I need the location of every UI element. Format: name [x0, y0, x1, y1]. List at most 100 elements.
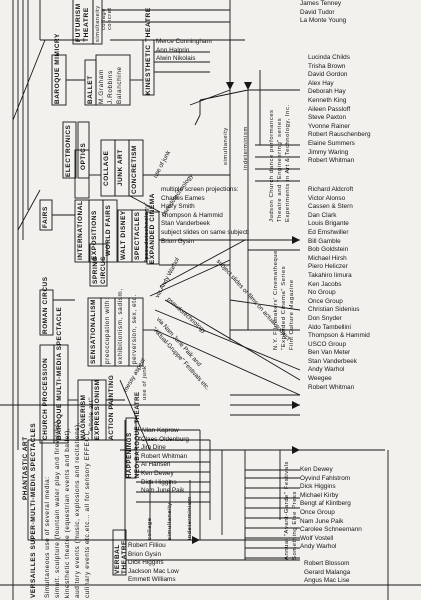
- list-item: Gerard Malanga: [304, 568, 351, 576]
- kinesthetic-people: Merce Cunningham Ann Halprin Alwin Nikol…: [156, 38, 212, 64]
- concretism-label: CONCRETISM: [131, 145, 138, 194]
- fluxus-note-2: Something Else Press: [292, 490, 298, 560]
- use-of-junk2-label: use of junk: [142, 365, 148, 400]
- list-item: Trisha Brown: [308, 62, 346, 70]
- list-item: Cassen & Stern: [308, 203, 353, 211]
- list-item: Thompson & Hammid: [161, 211, 223, 219]
- list-item: Aldo Tambellini: [308, 323, 351, 331]
- list-item: La Monte Young: [300, 17, 347, 25]
- sensationalism-line-1: preoccupation with:: [104, 297, 111, 364]
- versailles-desc-3: kinesthetic theatre (equestrian events a…: [64, 427, 71, 598]
- judson-note-3: Experiments in Art & Technology, Inc.: [285, 104, 291, 222]
- list-item: Dan Clark: [308, 211, 337, 219]
- list-item: USCO Group: [308, 340, 347, 348]
- list-item: Weegee: [308, 375, 332, 383]
- list-item: Al Hansen: [141, 461, 171, 469]
- ballet-label: BALLET: [87, 75, 94, 104]
- sensationalism-label: SENSATIONALISM: [90, 298, 97, 364]
- list-item: Robert Blossom: [304, 560, 350, 567]
- list-item: Once Group: [308, 297, 343, 305]
- list-item: Alex Hay: [308, 79, 334, 87]
- junk-art-label: JUNK ART: [117, 149, 124, 186]
- list-item: Nam June Paik: [141, 487, 185, 495]
- list-item: Bill Gamble: [308, 237, 341, 245]
- indeterminism-label: indeterminism: [243, 126, 249, 170]
- list-item: Deborah Hay: [308, 88, 346, 96]
- concret-label-top: concret: [107, 7, 113, 30]
- list-item: Alwin Nikolais: [156, 55, 196, 63]
- versailles-label: VERSAILLES SUPER-MULTI-MEDIA SPECTACLES: [30, 422, 37, 598]
- list-item: Don Snyder: [308, 314, 342, 322]
- top-list: James Tenney David Tudor La Monte Young: [300, 0, 346, 26]
- list-item: Dick Higgins: [128, 559, 164, 567]
- list-item: Emmett Williams: [128, 576, 176, 584]
- list-item: Brion Gysin: [161, 237, 195, 245]
- list-item: Kenneth King: [308, 96, 347, 104]
- walt-disney-label: WALT DISNEY: [120, 210, 127, 260]
- list-item: Victor Alonso: [308, 194, 346, 202]
- cinema-note-1: N.Y. Filmmakers' Cinematheque: [273, 250, 279, 350]
- list-item: Charles Eames: [161, 194, 205, 202]
- list-item: Louis Brigante: [308, 220, 349, 228]
- list-item: David Gordon: [308, 71, 348, 79]
- church-procession-label: CHURCH PROCESSION: [42, 357, 49, 440]
- list-item: Robert Filliou: [128, 542, 166, 549]
- list-item: Ann Halprin: [156, 46, 190, 54]
- projections-block: multiple screen projections: Charles Eam…: [161, 186, 249, 246]
- list-item: Steve Paxton: [308, 114, 347, 122]
- roman-circus-label: ROMAN CIRCUS: [42, 276, 49, 334]
- expressionism-label: EXPRESSIONISM: [94, 379, 101, 440]
- list-item: Michael Kirby: [300, 491, 339, 499]
- list-item: Christian Sidenius: [308, 306, 360, 314]
- list-item: Yvonne Rainer: [308, 122, 350, 130]
- dance-list: Lucinda Childs Trisha Brown David Gordon…: [308, 54, 371, 166]
- indeterminism2-label: indeterminism: [187, 496, 193, 540]
- futurism-label: FUTURISM: [75, 3, 82, 42]
- fairs-label: FAIRS: [42, 206, 49, 228]
- list-item: Nam June Paik: [300, 517, 344, 525]
- list-item: Ed Emshwiller: [308, 228, 349, 236]
- cinema-list: Richard Aldcroft Victor Alonso Cassen & …: [308, 186, 370, 392]
- list-item: Oyvind Fahlstrom: [300, 474, 351, 482]
- versailles-desc-5: culinary events etc.etc... all for senso…: [84, 430, 91, 598]
- list-item: Stan Vanderbeek: [308, 357, 357, 365]
- list-item: Allan Kaprow: [141, 427, 179, 434]
- list-item: Dick Higgins: [300, 483, 336, 491]
- verbal-people: Robert Filliou Brion Gysin Dick Higgins …: [128, 542, 179, 585]
- ballet-graham: M.Graham: [98, 69, 105, 104]
- list-item: Thompson & Hammid: [308, 332, 370, 340]
- list-item: Robert Whitman: [308, 157, 355, 165]
- optics-label: OPTICS: [80, 142, 87, 170]
- sensationalism-line-2: exhibitionism, sadism,: [117, 288, 124, 364]
- expanded-cinema-label: EXPANDED CINEMA: [149, 192, 156, 264]
- fluxus-note-1: Annual "Avant-Garde" Festivals: [284, 460, 290, 560]
- ballet-balanchine: Balanchine: [116, 66, 123, 104]
- verbal-right-list: Robert Blossom Gerard Malanga Angus Mac …: [304, 560, 350, 586]
- list-item: Dick Higgins: [141, 478, 177, 486]
- list-item: Harry Smith: [161, 203, 195, 211]
- list-item: Carolee Schneemann: [300, 526, 362, 534]
- versailles-desc-2: simult. sculpture (fountain water play a…: [54, 418, 61, 598]
- list-item: Jackson Mac Low: [128, 567, 179, 575]
- list-item: Elaine Summers: [308, 139, 355, 147]
- list-item: Robert Rauschenberg: [308, 131, 371, 139]
- happenings-people: Allan Kaprow Claes Oldenburg Jim Dine Ro…: [141, 427, 189, 496]
- list-item: Claes Oldenburg: [141, 435, 189, 443]
- world-fairs-label: WORLD FAIRS: [105, 204, 112, 256]
- list-item: Andy Warhol: [300, 543, 337, 551]
- list-item: Ken Dewey: [141, 469, 174, 477]
- list-item: Bob Goldstein: [308, 246, 349, 254]
- list-item: Angus Mac Lise: [304, 577, 350, 585]
- collage2-label: collage: [147, 517, 153, 540]
- spectacles-label: SPECTACLES: [134, 211, 141, 261]
- baroque-mimicry-label: BAROQUE MIMICRY: [54, 33, 61, 104]
- international-label: INTERNATIONAL: [77, 200, 84, 260]
- list-item: Piero Heliczer: [308, 263, 348, 271]
- list-item: Bengt af Klintberg: [300, 500, 351, 508]
- versailles-desc-4: auditory events (music, explosions and r…: [74, 421, 81, 598]
- list-item: Aileen Passloff: [308, 105, 351, 113]
- collage-label: COLLAGE: [103, 150, 110, 186]
- fluxus-list: Ken Dewey Oyvind Fahlstrom Dick Higgins …: [300, 466, 362, 552]
- projections-heading: multiple screen projections:: [161, 186, 239, 193]
